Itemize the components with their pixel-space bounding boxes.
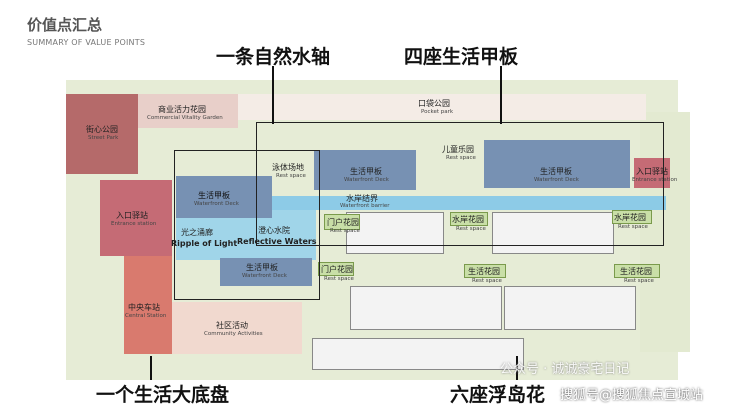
door-garden-tag-2 <box>318 262 354 276</box>
commercial-garden-label: 商业活力花园 <box>158 105 206 114</box>
wf-garden-tag-1 <box>450 212 488 226</box>
deck-east-label: 生活甲板 <box>540 167 572 176</box>
entrance-west-zone <box>100 180 172 256</box>
site-ground-east <box>640 112 690 352</box>
door-garden-label-1: 门户花园 <box>327 218 359 227</box>
callout-water-axis: 一条自然水轴 <box>216 46 331 68</box>
wf-garden-sub-1: Rest space <box>456 226 486 232</box>
inner-outline <box>174 150 320 300</box>
door-garden-sub-2: Rest space <box>324 276 354 282</box>
central-station-sub: Central Station <box>125 313 167 319</box>
reflective-label: 澄心水院 <box>258 226 290 235</box>
water-belt-sub: Waterfront barrier <box>340 203 390 209</box>
entrance-west-label: 入口驿站 <box>116 211 148 220</box>
life-garden-label-1: 生活花园 <box>468 267 500 276</box>
water-belt-label: 水岸结界 <box>346 194 378 203</box>
callout-line-base <box>150 356 152 380</box>
deck-central-sub: Waterfront Deck <box>344 177 389 183</box>
wf-garden-tag-2 <box>612 210 652 224</box>
kids-label: 儿童乐园 <box>442 145 474 154</box>
deck-west-sub: Waterfront Deck <box>194 201 239 207</box>
wf-garden-label-2: 水岸花园 <box>614 213 646 222</box>
door-garden-sub-1: Rest space <box>330 228 360 234</box>
building-row <box>504 286 636 330</box>
commercial-garden-sub: Commercial Vitality Garden <box>147 115 223 121</box>
wf-garden-label-1: 水岸花园 <box>452 215 484 224</box>
callout-line-decks <box>500 66 502 124</box>
entrance-west-sub: Entrance station <box>111 221 157 227</box>
deck-southwest-sub: Waterfront Deck <box>242 273 287 279</box>
wf-garden-sub-2: Rest space <box>618 224 648 230</box>
life-garden-tag-1 <box>464 264 506 278</box>
deck-southwest-label: 生活甲板 <box>246 263 278 272</box>
callout-line-axis <box>272 66 274 124</box>
deck-east-sub: Waterfront Deck <box>534 177 579 183</box>
community-label: 社区活动 <box>216 321 248 330</box>
central-station-zone <box>124 256 172 354</box>
page-subtitle: SUMMARY OF VALUE POINTS <box>27 38 146 47</box>
deck-west-label: 生活甲板 <box>198 191 230 200</box>
sports-label: 泳体场地 <box>272 163 304 172</box>
street-park-sub: Street Park <box>88 135 119 141</box>
door-garden-label-2: 门户花园 <box>321 265 353 274</box>
water-pond <box>176 210 316 260</box>
life-garden-tag-2 <box>614 264 660 278</box>
deck-central-zone <box>314 150 416 190</box>
pocket-park-label: 口袋公园 <box>418 99 450 108</box>
callout-four-decks: 四座生活甲板 <box>404 46 519 68</box>
building-row <box>492 212 614 254</box>
life-garden-label-2: 生活花园 <box>620 267 652 276</box>
entrance-east-sub: Entrance station <box>632 177 678 183</box>
callout-base: 一个生活大底盘 <box>96 384 230 406</box>
door-garden-tag-1 <box>324 214 360 230</box>
building-row <box>312 338 524 370</box>
page-title: 价值点汇总 <box>27 16 103 34</box>
deck-southwest-zone <box>220 258 312 286</box>
kids-sub: Rest space <box>446 155 476 161</box>
pocket-park-sub: Pocket park <box>421 109 454 115</box>
commercial-garden-zone <box>138 94 238 128</box>
deck-central-label: 生活甲板 <box>350 167 382 176</box>
building-row <box>346 212 444 254</box>
ripple-label: 光之涌廊 <box>181 228 213 237</box>
entrance-east-label: 入口驿站 <box>636 167 668 176</box>
sports-sub: Rest space <box>276 173 306 179</box>
building-row <box>350 286 502 330</box>
watermark-1: 公众号 · 诚诚豪宅日记 <box>500 362 630 377</box>
podium-outline <box>256 122 664 246</box>
entrance-east-zone <box>634 158 670 188</box>
community-sub: Community Activities <box>204 331 263 337</box>
callout-islands: 六座浮岛花 <box>450 384 546 406</box>
life-garden-sub-1: Rest space <box>472 278 502 284</box>
deck-east-zone <box>484 140 630 188</box>
callout-line-islands <box>516 356 518 380</box>
water-axis <box>176 196 666 210</box>
street-park-zone <box>66 94 138 174</box>
life-garden-sub-2: Rest space <box>624 278 654 284</box>
community-zone <box>172 302 302 354</box>
ripple-sub: Ripple of Light <box>171 239 238 248</box>
central-station-label: 中央车站 <box>128 303 160 312</box>
reflective-sub: Reflective Waters <box>237 237 317 246</box>
watermark-2: 搜狐号@搜狐焦点宣城站 <box>560 388 704 403</box>
pocket-park-zone <box>238 94 646 120</box>
street-park-label: 街心公园 <box>86 125 118 134</box>
